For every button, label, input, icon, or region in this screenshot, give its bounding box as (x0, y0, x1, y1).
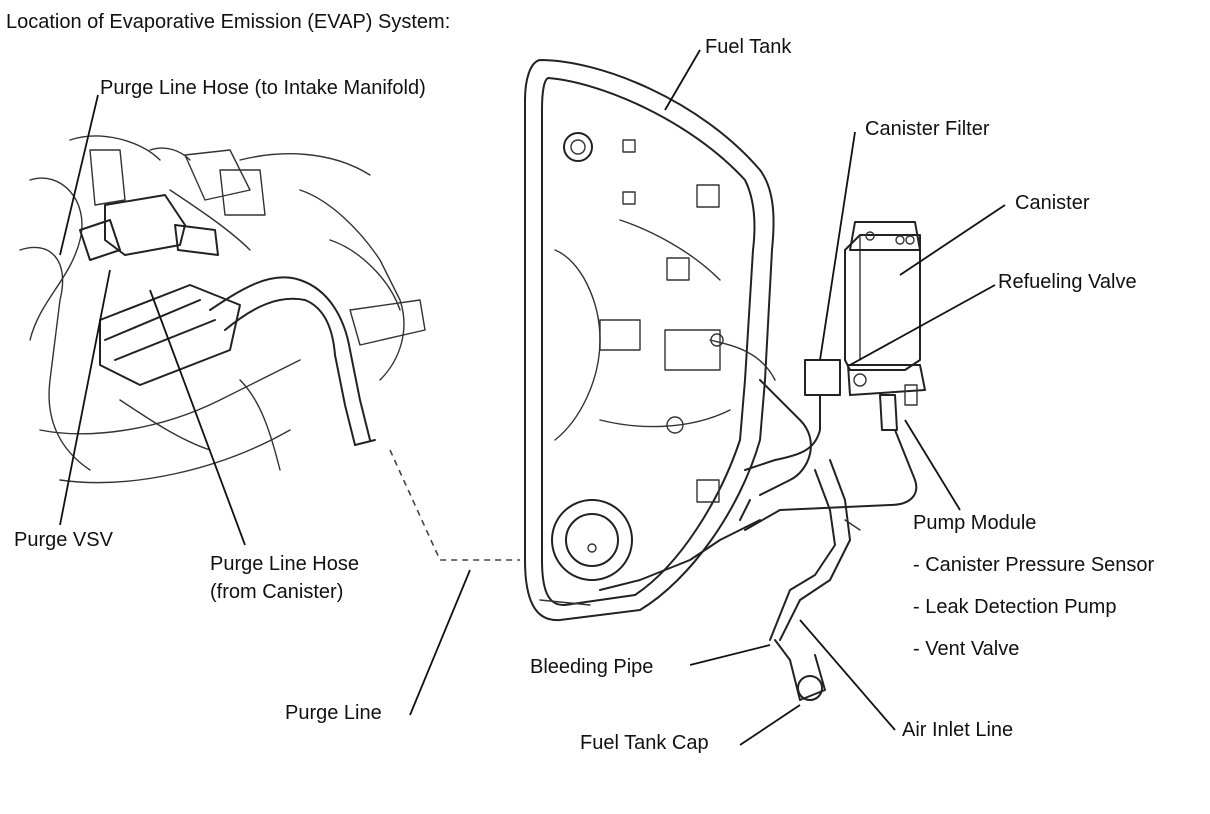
label-leak-detection-pump: - Leak Detection Pump (913, 596, 1117, 618)
pipes-illustration (539, 379, 918, 701)
label-purge-line-hose-canister-1: Purge Line Hose (210, 553, 359, 575)
label-purge-line-hose-canister-2: (from Canister) (210, 581, 344, 603)
label-pump-module: Pump Module (913, 512, 1037, 534)
label-canister: Canister (1015, 192, 1090, 214)
label-purge-line-hose-intake: Purge Line Hose (to Intake Manifold) (100, 77, 426, 99)
label-purge-vsv: Purge VSV (14, 529, 113, 551)
label-fuel-tank: Fuel Tank (705, 36, 792, 58)
purge-line-dashed-connector (389, 449, 520, 561)
label-canister-filter: Canister Filter (865, 118, 990, 140)
label-purge-line: Purge Line (285, 702, 382, 724)
canister-illustration (804, 221, 926, 431)
leader-lines (59, 49, 1006, 746)
label-vent-valve: - Vent Valve (913, 638, 1020, 660)
label-fuel-tank-cap: Fuel Tank Cap (580, 732, 709, 754)
engine-compartment-illustration (19, 135, 426, 484)
label-canister-pressure-sensor: - Canister Pressure Sensor (913, 554, 1155, 576)
label-air-inlet-line: Air Inlet Line (902, 719, 1014, 741)
label-bleeding-pipe: Bleeding Pipe (530, 656, 654, 678)
diagram-title: Location of Evaporative Emission (EVAP) … (6, 11, 451, 33)
label-refueling-valve: Refueling Valve (998, 271, 1137, 293)
fuel-tank-illustration (524, 59, 776, 622)
